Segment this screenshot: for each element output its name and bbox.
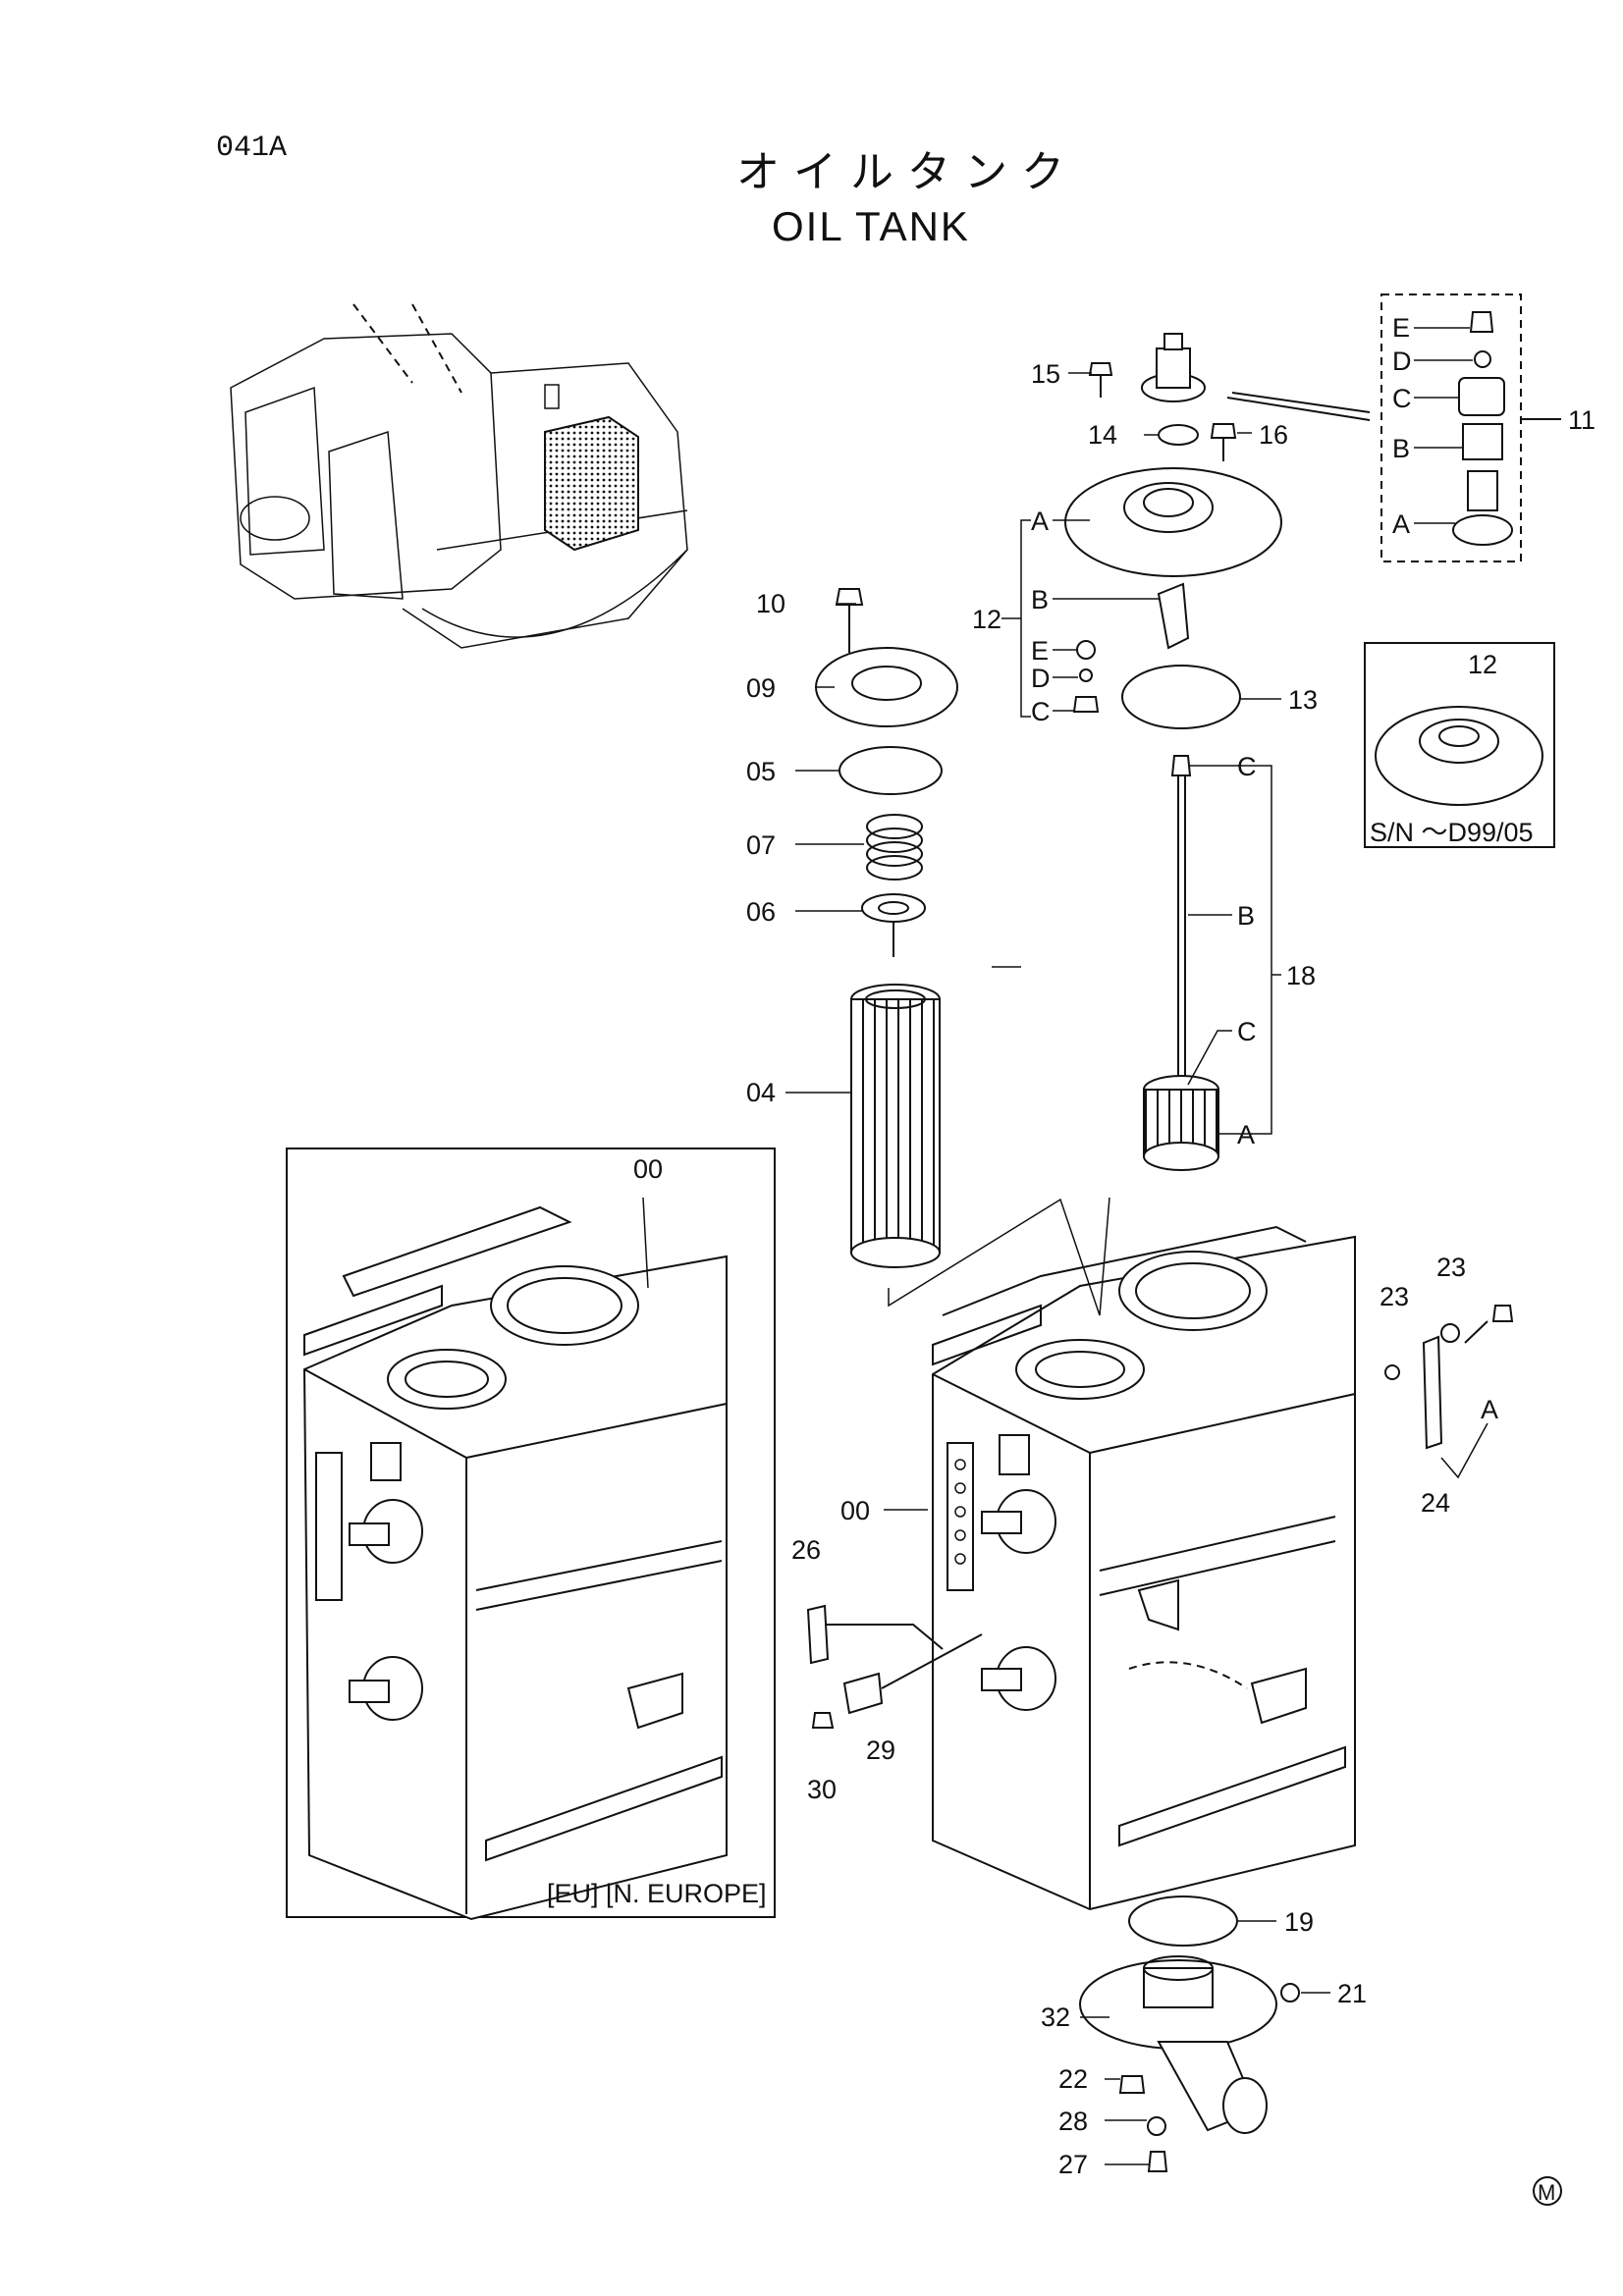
letter-12-e: E (1031, 636, 1049, 666)
title-english: OIL TANK (772, 203, 970, 249)
letter-11-a: A (1392, 509, 1410, 539)
callout-11: 11 (1568, 405, 1596, 435)
callout-15: 15 (1031, 359, 1060, 389)
letter-12-a: A (1031, 507, 1049, 536)
leader-lines (642, 372, 1330, 2165)
lock-parts (806, 1604, 983, 1729)
letter-18-c-bottom: C (1237, 1017, 1257, 1046)
suction-pipe-32 (1079, 1896, 1300, 2172)
page-code: 041A (216, 132, 287, 165)
title-japanese: オイルタンク (736, 148, 1078, 196)
callout-06: 06 (746, 897, 776, 927)
letter-18-c-top: C (1237, 752, 1257, 781)
callout-05: 05 (746, 757, 776, 786)
bracket-24 (1384, 1305, 1514, 1479)
serial-note: S/N ～D99/05 (1370, 818, 1534, 847)
gasket-13 (1121, 665, 1241, 729)
callout-13: 13 (1288, 685, 1318, 715)
callout-27: 27 (1058, 2150, 1088, 2179)
callout-30: 30 (807, 1775, 837, 1804)
excavator-location-view (230, 303, 688, 649)
callout-28: 28 (1058, 2107, 1088, 2136)
letter-11-c: C (1392, 384, 1412, 413)
callout-10: 10 (756, 589, 785, 618)
letter-24-a: A (1481, 1395, 1498, 1424)
oil-tank-main-body (932, 1225, 1356, 1911)
callout-32: 32 (1041, 2002, 1070, 2032)
letter-18-b: B (1237, 901, 1255, 931)
callout-12-assembly: 12 (972, 605, 1001, 634)
callout-12-inset: 12 (1468, 650, 1497, 679)
callout-29: 29 (866, 1735, 895, 1765)
letter-11-e: E (1392, 313, 1410, 343)
o-ring-19 (1128, 1896, 1238, 1947)
letter-11-b: B (1392, 434, 1410, 463)
callout-23-right: 23 (1436, 1253, 1466, 1282)
valve-06 (861, 893, 926, 957)
callout-14: 14 (1088, 420, 1117, 450)
callout-09: 09 (746, 673, 776, 703)
callout-26: 26 (791, 1535, 821, 1565)
letter-12-b: B (1031, 585, 1049, 614)
callout-23-left: 23 (1380, 1282, 1409, 1311)
o-ring-05 (839, 746, 943, 795)
oil-tank-location-highlight (544, 415, 639, 552)
sub-letter-labels: E D C B A A B E D C C B C A A (1001, 313, 1498, 1424)
circled-m-mark: M (1533, 2176, 1562, 2206)
letter-11-d: D (1392, 347, 1412, 376)
letter-12-d: D (1031, 664, 1051, 693)
suction-strainer-18 (1143, 755, 1272, 1171)
callout-labels: 00 00 04 05 06 07 09 10 11 12 12 13 14 1… (633, 359, 1596, 2179)
callout-21: 21 (1337, 1979, 1367, 2008)
letter-18-a: A (1237, 1120, 1255, 1149)
callout-18: 18 (1286, 961, 1316, 990)
callout-16: 16 (1259, 420, 1288, 450)
callout-04: 04 (746, 1078, 776, 1107)
letter-12-c: C (1031, 697, 1051, 726)
mark-letter: M (1538, 2180, 1555, 2205)
callout-07: 07 (746, 830, 776, 860)
callout-00-main: 00 (840, 1496, 870, 1525)
tank-sight-gauge-holes (954, 1459, 966, 1565)
filter-element-04 (850, 984, 941, 1268)
bolt-10 (835, 588, 864, 653)
callout-22: 22 (1058, 2064, 1088, 2094)
region-note: [EU] [N. EUROPE] (547, 1879, 767, 1908)
washer-23 (1384, 1364, 1400, 1380)
callout-19: 19 (1284, 1907, 1314, 1937)
spring-07 (866, 814, 923, 881)
cover-assembly-12 (1020, 467, 1282, 729)
callout-00-inset: 00 (633, 1154, 663, 1184)
callout-24: 24 (1421, 1488, 1450, 1518)
o-ring-14 (1158, 424, 1199, 446)
inset-cover-view: S/N ～D99/05 (1364, 642, 1555, 848)
inset-eu-tank: [EU] [N. EUROPE] (286, 1148, 776, 1921)
breather-assembly-11 (1088, 294, 1561, 562)
cover-plate-09 (815, 647, 958, 727)
